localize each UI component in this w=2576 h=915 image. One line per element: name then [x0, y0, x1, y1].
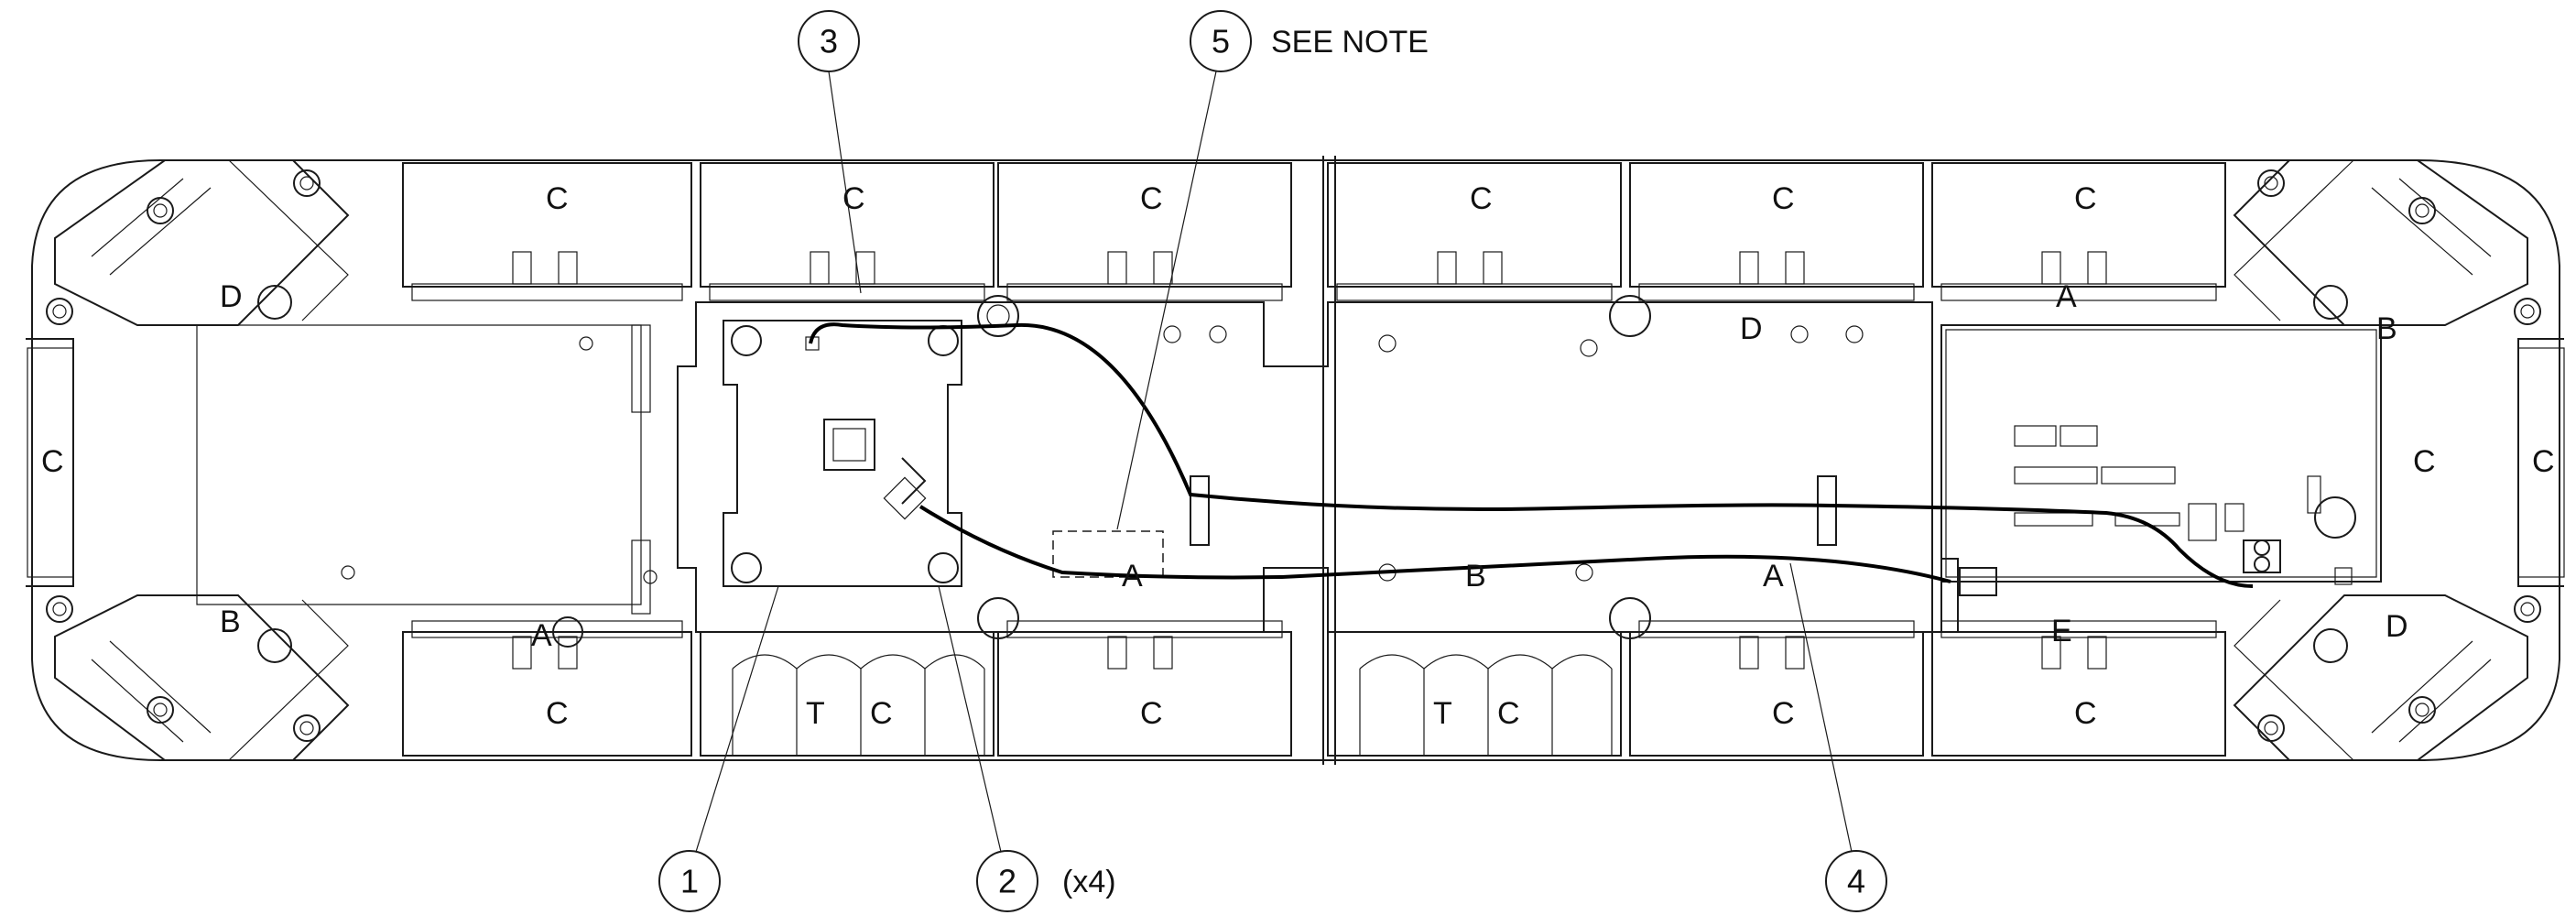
mark-d: D	[2386, 609, 2408, 644]
mark-c: C	[1772, 181, 1795, 216]
module-bottom	[402, 620, 692, 757]
balloon-1-number: 1	[680, 863, 699, 900]
module-top	[402, 162, 692, 301]
mark-c: C	[546, 696, 569, 731]
mark-c: C	[2074, 696, 2097, 731]
leader-5	[1116, 71, 1217, 530]
mark-c: C	[2074, 181, 2097, 216]
cable-item-4	[918, 505, 1951, 583]
mark-c: C	[870, 696, 893, 731]
leader-lines	[695, 71, 1853, 853]
mark-c: C	[546, 181, 569, 216]
mark-c: C	[1497, 696, 1520, 731]
mark-a: A	[1122, 559, 1143, 594]
bottom-light-modules	[402, 620, 2226, 757]
module-bottom	[997, 620, 1292, 757]
mark-c: C	[1772, 696, 1795, 731]
mark-a: A	[1763, 559, 1784, 594]
mark-d: D	[1740, 311, 1763, 346]
mark-d: D	[220, 279, 243, 314]
module-top	[997, 162, 1292, 301]
leader-2	[938, 585, 1002, 853]
module-bottom	[1931, 620, 2226, 757]
mark-e: E	[2051, 614, 2072, 648]
mark-c: C	[842, 181, 865, 216]
balloon-1: 1	[658, 850, 721, 912]
balloon-3: 3	[798, 10, 860, 72]
center-frame	[341, 156, 1933, 765]
module-top	[1327, 162, 1622, 301]
balloon-4: 4	[1825, 850, 1887, 912]
mark-t: T	[1433, 696, 1452, 731]
mark-c: C	[2532, 444, 2555, 479]
right-pcb	[1940, 324, 2382, 585]
cables	[809, 322, 2254, 588]
corner-modules	[46, 159, 2541, 761]
balloon-5-number: 5	[1212, 23, 1230, 60]
connectors	[1190, 475, 1997, 633]
left-pcb	[196, 324, 651, 615]
mark-a: A	[531, 618, 552, 653]
cable-item-3	[809, 322, 2254, 588]
balloon-5: 5 SEE NOTE	[1190, 10, 1429, 72]
balloon-4-number: 4	[1847, 863, 1865, 900]
housing-outline	[26, 159, 2565, 761]
leader-3	[828, 71, 862, 294]
leader-4	[1789, 562, 1853, 853]
module-bottom	[1629, 620, 1924, 757]
mark-c: C	[41, 444, 64, 479]
mark-c: C	[2413, 444, 2436, 479]
top-light-modules	[402, 162, 2226, 301]
mark-a: A	[2056, 279, 2077, 314]
mark-c: C	[1140, 696, 1163, 731]
module-top	[700, 162, 995, 301]
mark-b: B	[220, 605, 241, 639]
balloon-2-qty: (x4)	[1062, 865, 1116, 899]
leader-1	[695, 585, 779, 853]
balloon-2: 2 (x4)	[976, 850, 1116, 912]
controller-module	[723, 320, 962, 587]
mark-t: T	[806, 696, 825, 731]
module-top	[1931, 162, 2226, 301]
balloon-5-note: SEE NOTE	[1271, 25, 1429, 60]
balloon-2-number: 2	[998, 863, 1016, 900]
mark-b: B	[2376, 311, 2397, 346]
mark-c: C	[1140, 181, 1163, 216]
module-top	[1629, 162, 1924, 301]
balloon-3-number: 3	[820, 23, 838, 60]
mark-c: C	[1470, 181, 1493, 216]
note-placeholder	[1052, 530, 1164, 578]
module-letter-marks: C C C C C C C C C C C C T T C C C D D D …	[41, 181, 2555, 731]
module-bottom-battery	[1327, 631, 1622, 757]
mark-b: B	[1465, 559, 1486, 594]
